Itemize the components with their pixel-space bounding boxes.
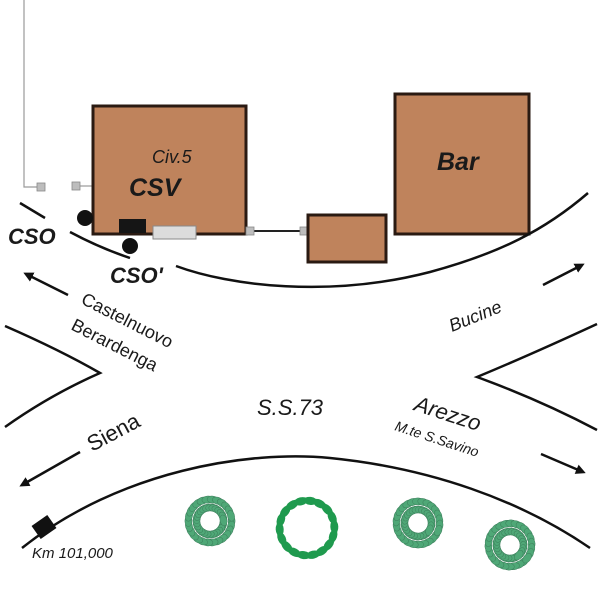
tree-leaf [227,510,235,522]
road-junction-right [473,322,598,432]
trees-group [184,495,536,571]
cso-label: CSO [8,224,56,249]
meter-box [119,219,146,233]
tree-leaf [330,519,339,534]
building-bar[interactable]: Bar [393,92,531,236]
road-junction-left [4,324,103,429]
tree-leaf [425,524,434,536]
road-edge-upper [175,192,589,289]
direction-bucine: Bucine [446,297,505,336]
building-csv[interactable]: Civ.5 CSV [91,104,248,236]
arrow-bucine [542,263,585,287]
building-small[interactable] [306,213,388,264]
tree-leaf [219,514,228,527]
cso-prime-label: CSO' [110,263,164,288]
tree-icon [275,496,339,560]
cso-prime-point[interactable] [122,238,138,254]
building-address: Civ.5 [152,147,193,167]
km-label: Km 101,000 [32,545,114,562]
pipe-box [152,225,197,240]
road-edge [69,230,131,260]
tree-leaf [514,550,524,561]
building-label: CSV [129,174,183,202]
road-name: S.S.73 [257,395,324,420]
direction-siena: Siena [83,408,145,457]
arrow-castelnuovo [23,272,69,297]
connector-box [71,181,81,191]
km-marker [31,514,57,540]
connector-box [245,226,255,236]
connector-box [36,182,46,192]
building-label: Bar [437,148,480,176]
tree-icon [484,519,536,571]
tree-leaf [434,525,443,537]
arrow-siena [19,450,81,487]
cso-point[interactable] [77,210,93,226]
tree-icon [184,495,236,547]
road-edge-lower [21,455,591,550]
tree-icon [392,497,444,549]
tree-leaf [522,553,532,564]
road-edge [19,201,46,220]
service-line [23,0,38,188]
arrow-arezzo [540,452,586,474]
